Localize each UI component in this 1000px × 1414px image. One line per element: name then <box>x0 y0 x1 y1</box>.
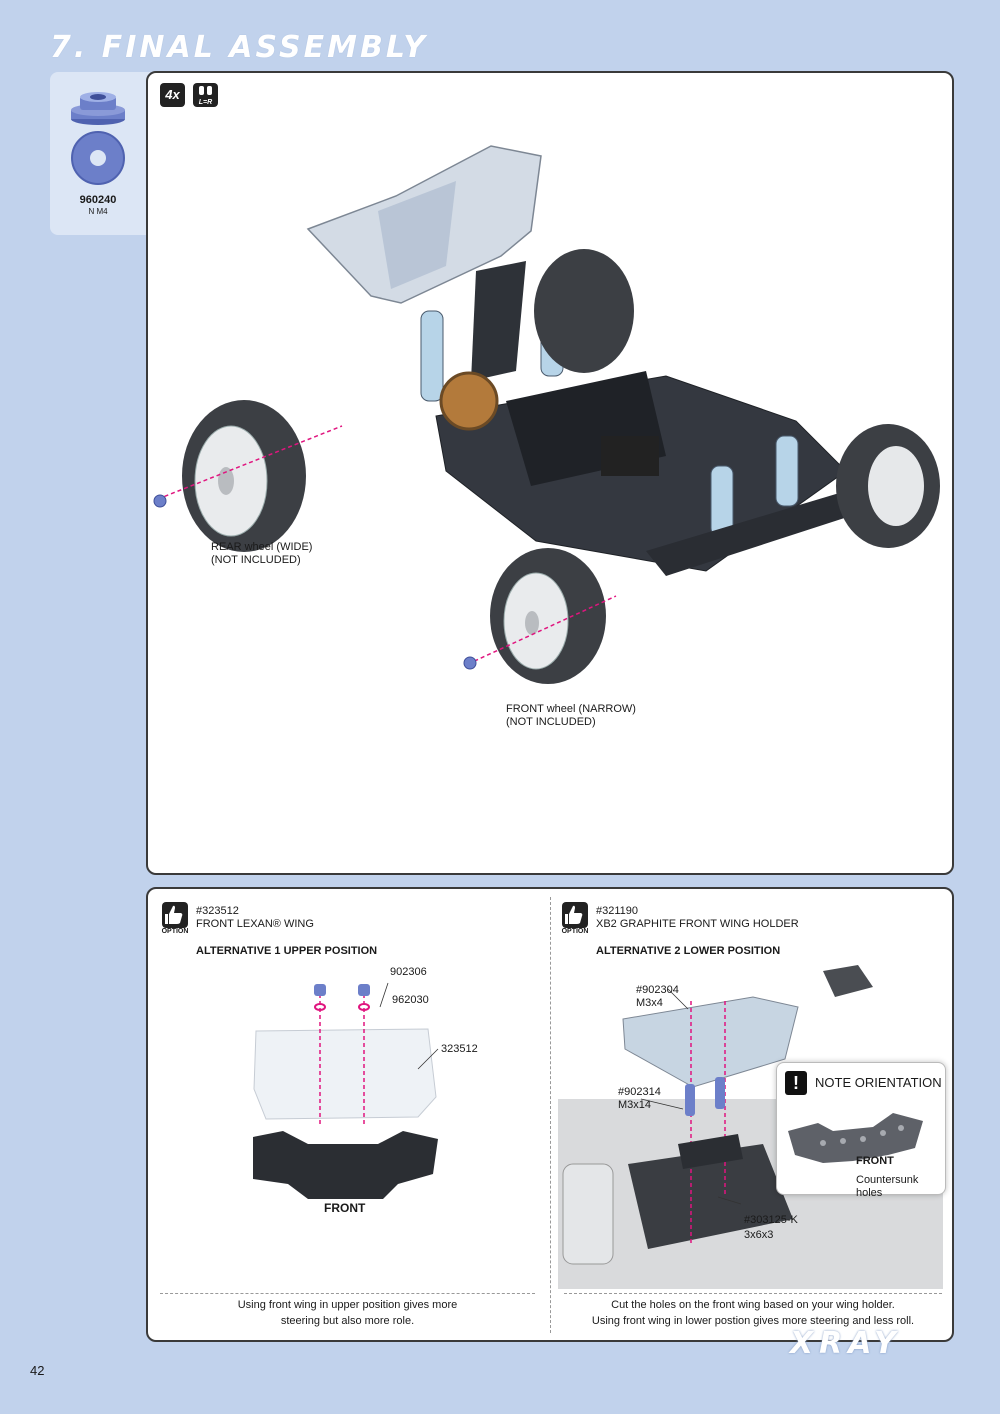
option-icon-right: OPTION <box>560 902 590 938</box>
note-front-mark: FRONT <box>856 1155 894 1167</box>
callout-902314-size: M3x14 <box>618 1099 652 1111</box>
right-heading: ALTERNATIVE 2 LOWER POSITION <box>596 945 781 957</box>
front-wheel-label-line1: FRONT wheel (NARROW) <box>506 703 636 715</box>
right-part-number: #321190 <box>596 905 639 917</box>
flange-nut-icon <box>71 92 125 185</box>
left-front-mark: FRONT <box>324 1201 366 1215</box>
panel-divider <box>550 897 551 1333</box>
assembly-panel: 4x L=R <box>146 71 954 875</box>
part-code: 960240 <box>79 194 117 206</box>
front-wheel-label-line2: (NOT INCLUDED) <box>506 716 596 728</box>
upper-wing-illustration <box>253 982 439 1199</box>
left-caption-line2: steering but also more role. <box>280 1315 415 1327</box>
brand-logo: XRAY <box>790 1326 902 1361</box>
callout-303125-code: #303125-K <box>744 1214 798 1226</box>
page-number: 42 <box>30 1363 45 1378</box>
right-part-name: XB2 GRAPHITE FRONT WING HOLDER <box>596 918 799 930</box>
section-title: 7. FINAL ASSEMBLY <box>50 30 428 65</box>
thumbs-up-icon <box>162 902 188 928</box>
option-icon-left: OPTION <box>160 902 190 938</box>
quantity-badge: 4x <box>160 83 185 107</box>
left-part-number: #323512 <box>196 905 239 917</box>
note-orientation-box: ! NOTE ORIENTATION FRONT Countersunk hol… <box>776 1062 946 1199</box>
note-title: NOTE ORIENTATION <box>815 1075 942 1090</box>
svg-text:L=R: L=R <box>199 99 212 106</box>
left-right-icon: L=R <box>193 83 218 107</box>
buggy-illustration <box>153 145 940 684</box>
part-spec: N M4 <box>88 207 108 216</box>
warning-icon: ! <box>785 1071 807 1095</box>
callout-902304-code: #902304 <box>636 984 679 996</box>
callout-902304-size: M3x4 <box>636 997 663 1009</box>
left-caption-line1: Using front wing in upper position gives… <box>237 1299 458 1311</box>
right-caption-line2: Using front wing in lower postion gives … <box>591 1315 915 1327</box>
wing-holder-icon <box>788 1113 923 1163</box>
left-part-name: FRONT LEXAN® WING <box>196 918 314 930</box>
countersunk-label: Countersunk holes <box>856 1174 919 1199</box>
callout-303125-size: 3x6x3 <box>744 1229 774 1241</box>
right-caption-divider <box>564 1293 942 1294</box>
parts-tab: 960240 N M4 <box>50 72 150 235</box>
left-caption-divider <box>160 1293 535 1294</box>
thumbs-up-icon <box>562 902 588 928</box>
left-heading: ALTERNATIVE 1 UPPER POSITION <box>196 945 378 957</box>
callout-screw: 902306 <box>390 966 427 978</box>
callout-washer: 962030 <box>392 994 429 1006</box>
callout-wing: 323512 <box>441 1043 478 1055</box>
rear-wheel-label-line1: REAR wheel (WIDE) <box>211 541 313 553</box>
right-caption-line1: Cut the holes on the front wing based on… <box>611 1299 895 1311</box>
option-panel: OPTION #323512 FRONT LEXAN® WING ALTERNA… <box>146 887 954 1342</box>
callout-902314-code: #902314 <box>618 1086 661 1098</box>
rear-wheel-label-line2: (NOT INCLUDED) <box>211 554 301 566</box>
